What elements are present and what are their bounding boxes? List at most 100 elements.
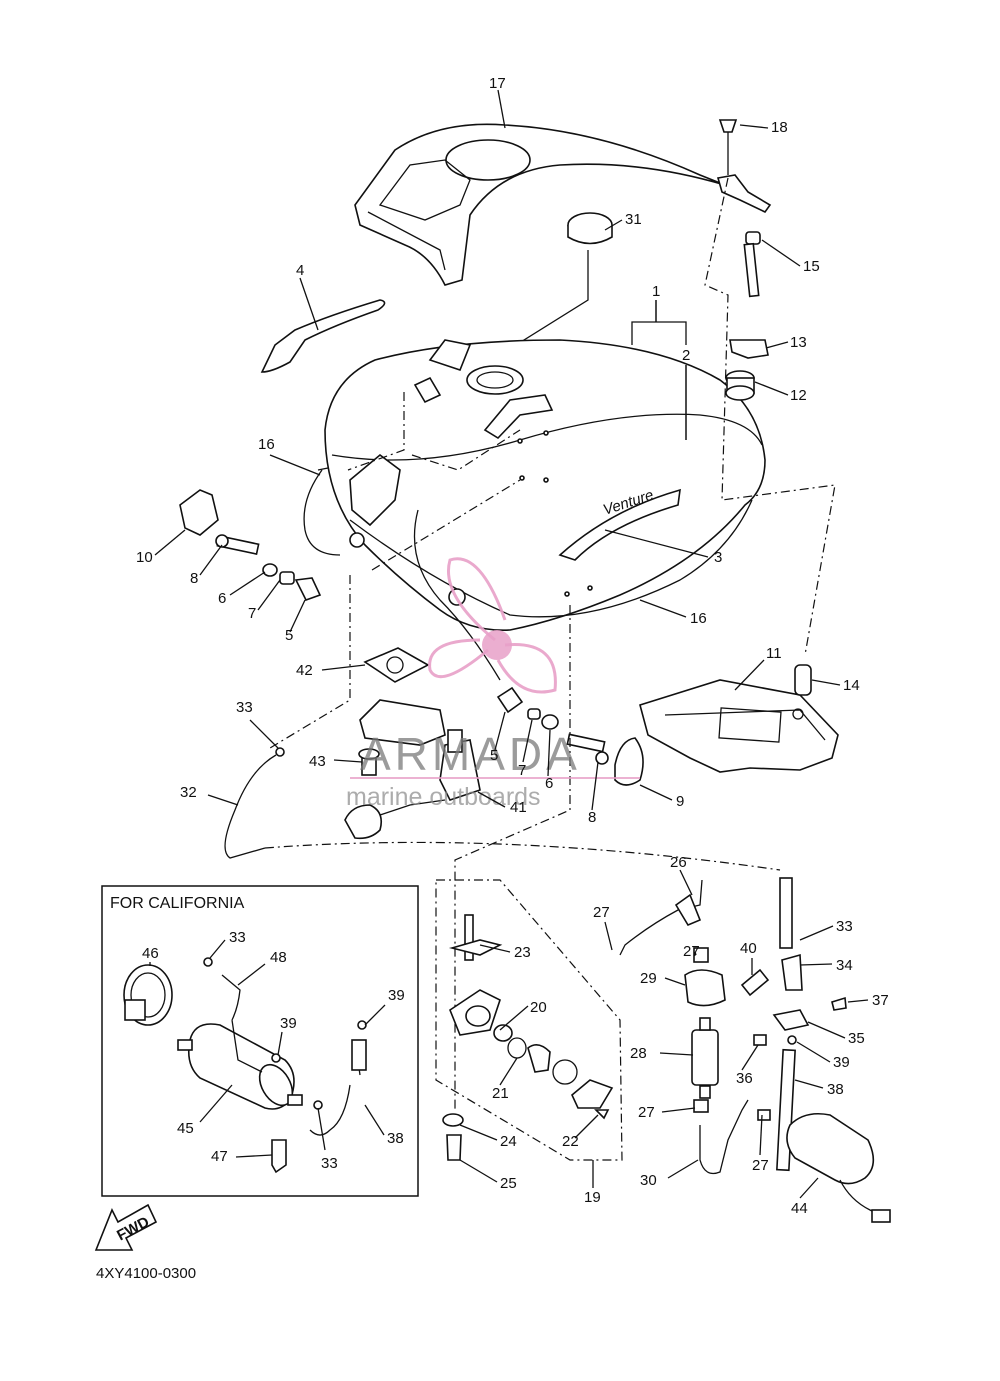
callout-number: 13 — [790, 334, 807, 351]
callout-leader-line — [604, 219, 623, 231]
callout-number: 33 — [321, 1155, 338, 1172]
callout-number: 29 — [640, 970, 657, 987]
callout-leader-line — [199, 544, 223, 576]
callout-number: 27 — [593, 904, 610, 921]
callout-leader-line — [794, 1079, 824, 1089]
callout-number: 28 — [630, 1045, 647, 1062]
callout-number: 16 — [258, 436, 275, 453]
tank-mount-right-parts — [496, 686, 644, 786]
callout-number: 39 — [280, 1015, 297, 1032]
callout-leader-line — [799, 1177, 819, 1199]
callout-number: 42 — [296, 662, 313, 679]
callout-number: 3 — [714, 549, 722, 566]
callout-leader-line — [364, 1104, 385, 1136]
hose-32 — [224, 754, 277, 859]
callout-leader-line — [796, 1041, 831, 1063]
callout-number: 12 — [790, 387, 807, 404]
fuel-tank-part: Venture — [324, 339, 766, 631]
callout-number: 9 — [676, 793, 684, 810]
callout-number: 38 — [827, 1081, 844, 1098]
callout-leader-line — [847, 999, 869, 1003]
callout-leaders — [149, 89, 869, 1199]
callout-leader-line — [299, 277, 319, 331]
callout-number: 33 — [236, 699, 253, 716]
callout-number: 27 — [752, 1157, 769, 1174]
callout-number: 6 — [218, 590, 226, 607]
callout-leader-line — [479, 944, 511, 953]
callout-leader-line — [664, 977, 686, 986]
callout-number: 15 — [803, 258, 820, 275]
callout-leader-line — [604, 529, 709, 558]
callout-number: 43 — [309, 753, 326, 770]
callout-leader-line — [661, 1107, 696, 1113]
callout-leader-line — [497, 89, 506, 129]
callout-leader-line — [639, 784, 673, 801]
callout-leader-line — [807, 1021, 846, 1039]
california-inset: FOR CALIFORNIA — [101, 885, 419, 1197]
callout-leader-line — [499, 1005, 529, 1031]
fwd-arrow: FWD — [94, 1203, 158, 1251]
callout-number: 8 — [588, 809, 596, 826]
callout-leader-line — [574, 1114, 599, 1139]
callout-number: 25 — [500, 1175, 517, 1192]
callout-number: 35 — [848, 1030, 865, 1047]
callout-number: 33 — [836, 918, 853, 935]
callout-number: 23 — [514, 944, 531, 961]
callout-leader-line — [547, 729, 551, 777]
fuel-cock-assembly — [344, 647, 481, 840]
hose-16-left — [303, 469, 341, 556]
armada-watermark: ARMADA marine outboards — [346, 557, 640, 811]
tank-cover-part — [354, 123, 726, 286]
callout-leader-line — [477, 791, 506, 808]
callout-number: 8 — [190, 570, 198, 587]
callout-leader-line — [741, 1044, 759, 1071]
callout-leader-line — [765, 341, 789, 349]
callout-number: 19 — [584, 1189, 601, 1206]
callout-leader-line — [321, 664, 366, 671]
callout-leader-line — [209, 939, 226, 959]
callout-labels: 1234556677889101112131415161617181920212… — [136, 75, 889, 1217]
callout-leader-line — [694, 951, 697, 956]
callout-leader-line — [522, 719, 533, 763]
callout-number: 1 — [652, 283, 660, 300]
callout-number: 16 — [690, 610, 707, 627]
callout-number: 31 — [625, 211, 642, 228]
callout-number: 48 — [270, 949, 287, 966]
fuel-cap-part — [499, 212, 613, 356]
callout-number: 24 — [500, 1133, 517, 1150]
callout-number: 39 — [833, 1054, 850, 1071]
callout-number: 39 — [388, 987, 405, 1004]
callout-leader-line — [459, 1159, 498, 1183]
callout-number: 6 — [545, 775, 553, 792]
callout-number: 5 — [285, 627, 293, 644]
callout-number: 10 — [136, 549, 153, 566]
callout-number: 38 — [387, 1130, 404, 1147]
callout-leader-line — [207, 794, 239, 806]
callout-leader-line — [734, 659, 765, 691]
callout-leader-line — [799, 963, 833, 966]
fuel-pump-filter-section — [619, 877, 891, 1223]
canister-gauge-46 — [123, 964, 173, 1026]
callout-leader-line — [639, 599, 687, 618]
diagram-part-code: 4XY4100-0300 — [96, 1265, 197, 1282]
callout-leader-line — [604, 921, 613, 951]
callout-leader-line — [494, 711, 506, 751]
callout-leader-line — [249, 719, 279, 749]
callout-number: 30 — [640, 1172, 657, 1189]
callout-number: 21 — [492, 1085, 509, 1102]
tank-mount-left-parts — [179, 489, 322, 601]
callout-leader-line — [317, 1107, 326, 1151]
callout-leader-line — [679, 869, 693, 896]
callout-number: 2 — [682, 347, 690, 364]
callout-leader-line — [154, 529, 186, 556]
inset-title: FOR CALIFORNIA — [110, 895, 245, 912]
callout-number: 27 — [638, 1104, 655, 1121]
callout-leader-line — [289, 599, 306, 633]
callout-leader-line — [667, 1159, 699, 1179]
callout-leader-line — [759, 1114, 763, 1156]
tank-emblem-part — [260, 299, 386, 373]
callout-number: 27 — [683, 943, 700, 960]
side-cover-part — [639, 679, 839, 773]
callout-number: 7 — [518, 762, 526, 779]
callout-number: 41 — [510, 799, 527, 816]
